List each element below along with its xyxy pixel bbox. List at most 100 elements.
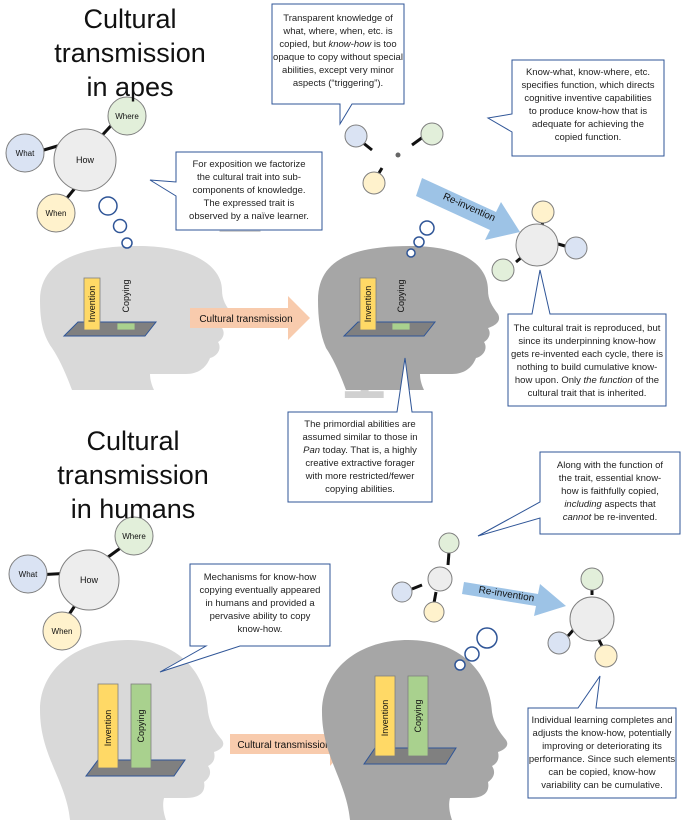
callout-line: the trait, essential know- (558, 473, 662, 484)
invention-bar (97, 683, 119, 769)
when-label: When (52, 627, 73, 636)
copying-label: Copying (121, 279, 131, 312)
copying-bar (116, 322, 136, 331)
callout-line: The primordial abilities are (304, 419, 416, 430)
title-humans-line-2: in humans (70, 494, 196, 524)
what-label: What (19, 570, 38, 579)
thought-bubble (454, 659, 466, 671)
callout-primordial (287, 357, 433, 503)
callout-line: know-how. (237, 624, 283, 635)
callout-line: The expressed trait is (203, 198, 295, 209)
callout-line: in humans and provided a (205, 598, 315, 609)
what-node (391, 581, 413, 603)
where-label: Where (122, 532, 146, 541)
callout-factorize (149, 151, 323, 231)
thought-bubble (112, 218, 128, 234)
callout-line: Pan today. That is, a highly (303, 445, 417, 456)
copying-label: Copying (396, 279, 406, 312)
where-node (114, 516, 154, 556)
callout-line: variability can be cumulative. (541, 780, 663, 791)
callout-along-text: Along with the function of the trait, ess… (540, 459, 680, 524)
callout-reproduced-text: The cultural trait is reproduced, but sin… (508, 322, 666, 400)
callout-line: cannot be re-invented. (562, 512, 658, 523)
callout-line: with more restricted/fewer (305, 471, 415, 482)
what-node (5, 133, 45, 173)
thought-bubble (413, 236, 425, 248)
cultural-transmission-label: Cultural transmission (199, 314, 292, 325)
where-node (580, 567, 604, 591)
callout-line: creative extractive forager (305, 458, 415, 469)
invention-bar (83, 277, 101, 331)
callout-line: observed by a naïve learner. (189, 211, 309, 222)
callout-line: pervasive ability to copy (209, 611, 311, 622)
title-humans-line-1: Cultural transmission (57, 426, 209, 490)
callout-know-what-text: Know-what, know-where, etc.specifies fun… (512, 66, 664, 144)
callout-line: copied function. (554, 132, 622, 143)
reinvention-arrow (462, 582, 566, 616)
what-node (8, 554, 48, 594)
title-apes-line-1: Cultural transmission (54, 4, 206, 68)
callout-line: improving or deteriorating its (542, 741, 662, 752)
copying-bar (391, 322, 411, 331)
invention-label: Invention (87, 286, 97, 323)
callout-mechanisms (159, 563, 331, 673)
callout-line: Individual learning completes and (531, 715, 673, 726)
callout-primordial-text: The primordial abilities are assumed simi… (288, 418, 432, 496)
callout-line: performance. Since such elements (528, 754, 676, 765)
thought-bubble (476, 627, 498, 649)
thought-bubble (406, 248, 416, 258)
callout-line: nothing to build cumulative know- (516, 362, 658, 373)
what-node (564, 236, 588, 260)
callout-line: the cultural trait into sub- (196, 172, 302, 183)
how-node-vestigial (395, 152, 401, 158)
callout-line: to produce know-how that is (528, 106, 648, 117)
callout-line: since its underpinning know-how (518, 336, 656, 347)
callout-line: cultural trait that is inherited. (527, 388, 647, 399)
thought-bubble (419, 220, 435, 236)
callout-line: how is faithfully copied, (561, 486, 659, 497)
when-node (423, 601, 445, 623)
callout-line: The cultural trait is reproduced, but (513, 323, 661, 334)
how-node (515, 223, 559, 267)
callout-line: Along with the function of (556, 460, 664, 471)
platform (62, 321, 158, 337)
title-apes-line-2: in apes (86, 72, 174, 102)
callout-line: gets re-invented each cycle, there is (510, 349, 664, 360)
callout-know-what (486, 59, 665, 157)
invention-label: Invention (103, 710, 113, 747)
how-node (58, 549, 120, 611)
callout-line: copied, but know-how is too (279, 39, 397, 50)
callout-line: can be copied, know-how (548, 767, 656, 778)
where-label: Where (115, 112, 139, 121)
cultural-transmission-arrow (190, 296, 310, 340)
callout-line: opaque to copy without special (273, 52, 403, 63)
platform (342, 321, 437, 337)
callout-individual (527, 675, 677, 799)
where-node (438, 532, 460, 554)
callout-line: assumed similar to those in (302, 432, 418, 443)
copying-bar (130, 683, 152, 769)
callout-line: cognitive inventive capabilities (524, 93, 652, 104)
where-node (420, 122, 444, 146)
how-node (53, 128, 117, 192)
title-apes: Cultural transmission in apes (6, 2, 254, 104)
thought-bubble (121, 237, 133, 249)
invention-label: Invention (380, 700, 390, 737)
callout-line: copying abilities. (325, 484, 395, 495)
where-node (491, 258, 515, 282)
callout-line: what, where, when, etc. is (283, 26, 393, 37)
how-label: How (76, 155, 95, 165)
copying-label: Copying (136, 709, 146, 742)
when-node (36, 193, 76, 233)
cultural-transmission-arrow (230, 722, 350, 766)
reinvention-arrow (416, 178, 520, 240)
when-label: When (46, 209, 67, 218)
when-node (531, 200, 555, 224)
callout-transparent (271, 3, 405, 126)
reinvention-label: Re-invention (478, 585, 535, 605)
